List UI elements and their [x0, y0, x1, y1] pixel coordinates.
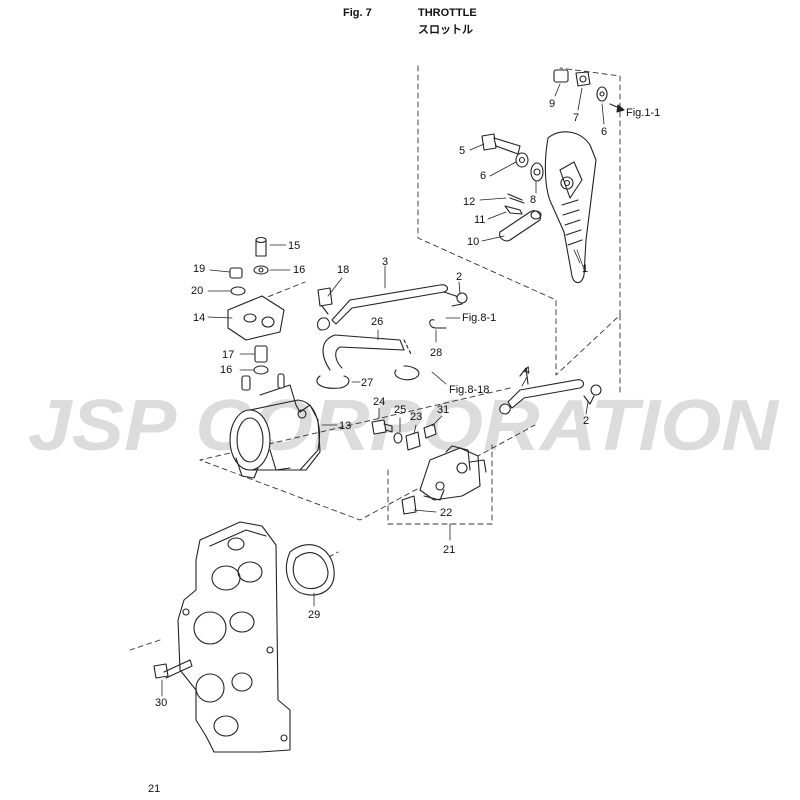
part-label-21: 21	[443, 544, 456, 556]
part-label-31: 31	[437, 404, 450, 416]
part-label-6-top: 6	[601, 126, 608, 138]
part-label-29: 29	[308, 609, 321, 621]
page-number: 21	[148, 783, 161, 795]
part-label-24: 24	[373, 396, 386, 408]
part-label-11: 11	[474, 214, 486, 226]
reference-fig-8-1[interactable]: Fig.8-1	[462, 312, 497, 324]
bolt-and-washers-mid	[482, 134, 543, 181]
screw-and-spacer-parts	[372, 420, 436, 450]
watermark: JSP CORPORATION	[28, 388, 780, 466]
diagram-title-japanese: スロットル	[418, 24, 473, 36]
throttle-cam-assembly	[402, 446, 486, 514]
part-label-7: 7	[573, 112, 580, 124]
leader-lines	[162, 84, 604, 696]
part-label-16-top: 16	[293, 264, 306, 276]
hose-and-clips	[317, 320, 446, 389]
reference-fig-1-1[interactable]: Fig.1-1	[626, 107, 661, 119]
part-label-25: 25	[394, 404, 407, 416]
part-label-8: 8	[530, 194, 537, 206]
bolt-30-part	[154, 660, 192, 678]
diagram-title: THROTTLE	[418, 7, 477, 19]
part-label-20: 20	[191, 285, 204, 297]
part-label-10: 10	[467, 236, 480, 248]
rod-3-assembly	[318, 285, 468, 330]
reference-fig-8-18[interactable]: Fig.8-18	[449, 384, 490, 396]
part-label-15: 15	[288, 240, 301, 252]
part-label-17: 17	[222, 349, 235, 361]
figure-label: Fig. 7	[343, 7, 372, 19]
part-label-12: 12	[463, 196, 476, 208]
part-label-5: 5	[459, 145, 466, 157]
part-label-19: 19	[193, 263, 206, 275]
part-label-23: 23	[410, 411, 423, 423]
part-label-30: 30	[155, 697, 168, 709]
part-label-13: 13	[339, 420, 352, 432]
part-label-18: 18	[337, 264, 350, 276]
part-label-16-bottom: 16	[220, 364, 233, 376]
watermark-text: JSP CORPORATION	[28, 388, 780, 466]
throttle-body-part	[230, 374, 320, 478]
throttle-lever-part	[545, 132, 596, 283]
part-label-14: 14	[193, 312, 206, 324]
gasket-part	[286, 545, 334, 595]
part-label-22: 22	[440, 507, 453, 519]
part-label-2-lower: 2	[583, 415, 590, 427]
link-rod-end-parts	[500, 194, 541, 241]
part-label-26: 26	[371, 316, 384, 328]
intake-manifold-part	[178, 522, 290, 752]
bracket-stack	[228, 238, 284, 375]
part-label-1: 1	[582, 263, 589, 275]
part-label-9: 9	[549, 98, 556, 110]
part-label-2-upper: 2	[456, 271, 463, 283]
part-label-4: 4	[524, 365, 531, 377]
part-label-27: 27	[361, 377, 374, 389]
part-label-28: 28	[430, 347, 443, 359]
part-label-3: 3	[382, 256, 389, 268]
rod-4-assembly	[500, 368, 601, 414]
collar-and-washers-top	[554, 70, 624, 112]
part-label-6-mid: 6	[480, 170, 487, 182]
